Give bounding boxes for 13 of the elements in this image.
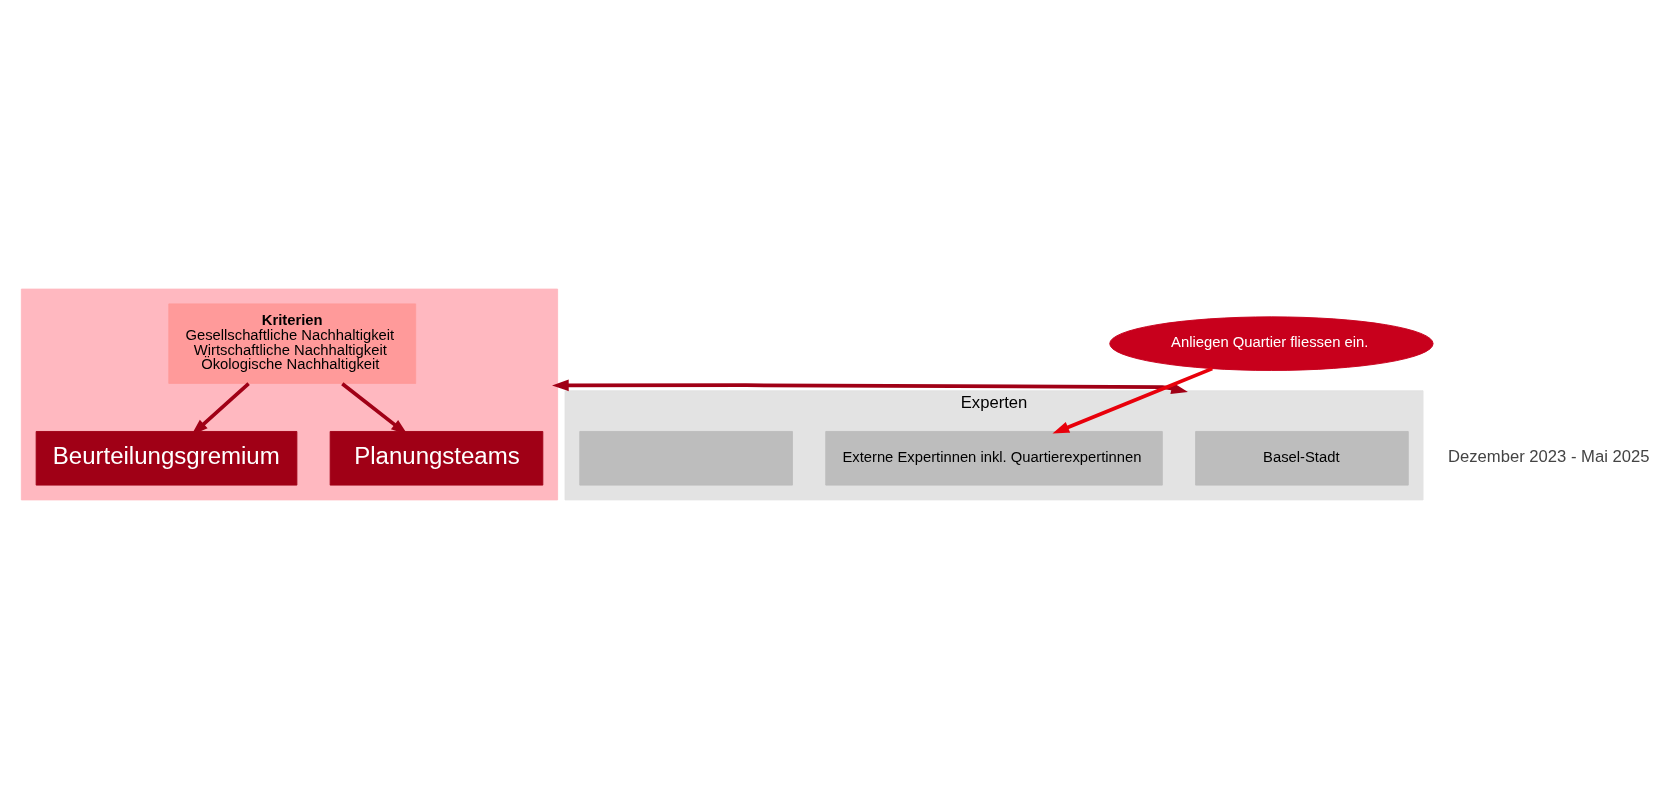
label: Dezember 2023 - Mai 2025	[1448, 446, 1650, 466]
node-box: Planungsteams	[329, 430, 544, 486]
node-box: Basel-Stadt	[1195, 430, 1409, 486]
node-box	[579, 430, 793, 486]
node-box: Kriterien Gesellschaftliche Nachhaltigkeit Wirtschaftliche Nachhaltigkeit Ökologische Nachhaltigkeit	[168, 302, 417, 384]
node-box: Beurteilungsgremium	[35, 430, 298, 486]
node-ellipse: Anliegen Quartier fliessen ein.	[1109, 315, 1434, 371]
node-box: Externe Expertinnen inkl. Quartierexpertinnen	[825, 430, 1163, 486]
arrow	[1052, 366, 1213, 434]
cluster	[20, 288, 559, 500]
arrow	[191, 381, 250, 435]
arrow	[552, 379, 1188, 394]
arrow	[341, 381, 408, 435]
